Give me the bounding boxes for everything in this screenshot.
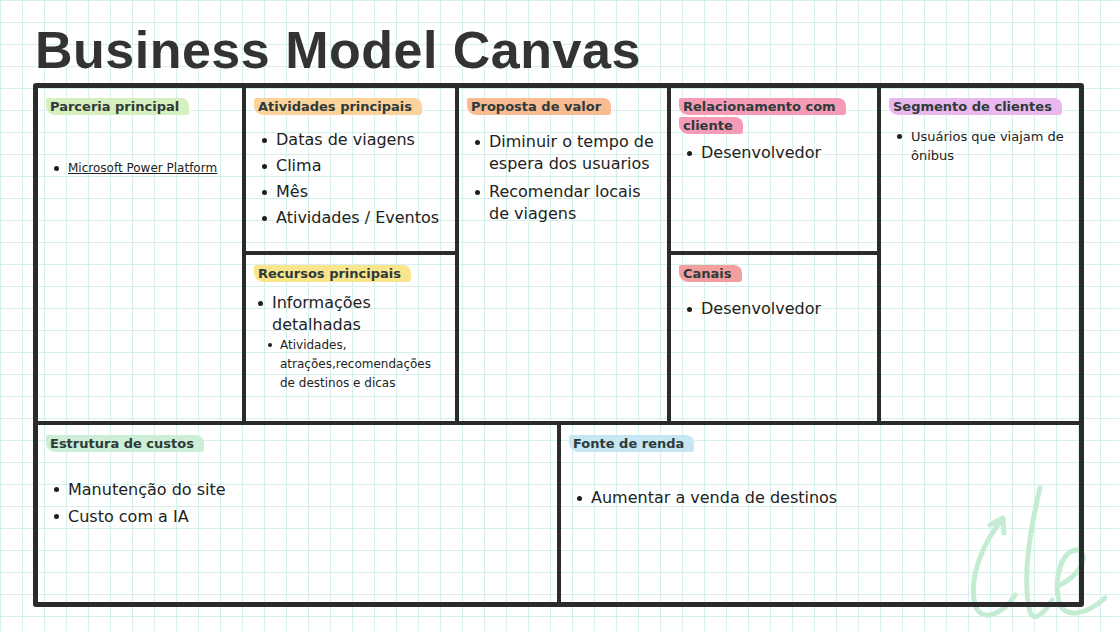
heading-wrap: Proposta de valor <box>467 96 657 115</box>
bullet-dot <box>577 496 582 501</box>
bullet-item: Informações detalhadas <box>250 292 447 336</box>
bullet-dot <box>475 190 480 195</box>
bullet-dot <box>475 140 480 145</box>
cle-doodle <box>973 488 1105 616</box>
block-heading: Canais <box>679 265 742 282</box>
bullet-item: Atividades / Eventos <box>254 205 447 231</box>
block-heading: Segmento de clientes <box>889 98 1062 115</box>
bullet-text: Informações detalhadas <box>272 293 371 334</box>
bullet-item: Microsoft Power Platform <box>46 159 234 177</box>
bullet-text: Atividades, atrações,recomendações de de… <box>280 338 431 390</box>
bullet-item: Clima <box>254 153 447 179</box>
bullet-item: Custo com a IA <box>46 503 549 530</box>
canvas-block: Segmento de clientesUsuários que viajam … <box>878 85 1082 424</box>
bullet-dot <box>687 307 692 312</box>
bullet-item: Desenvolvedor <box>679 298 869 320</box>
heading-wrap: Segmento de clientes <box>889 96 1071 115</box>
block-heading: Recursos principais <box>254 265 411 282</box>
bullet-text: Manutenção do site <box>68 480 226 499</box>
bullet-dot <box>258 301 263 306</box>
canvas-block: Estrutura de custosManutenção do siteCus… <box>35 422 560 605</box>
block-heading: Parceria principal <box>46 98 189 115</box>
bullet-dot <box>268 343 272 347</box>
bullet-text: Microsoft Power Platform <box>68 161 217 175</box>
bullet-dot <box>262 216 267 221</box>
bullet-dot <box>262 164 267 169</box>
bullet-dot <box>687 151 692 156</box>
bullet-dot <box>262 138 267 143</box>
canvas-block: Relacionamento com clienteDesenvolvedor <box>668 85 880 254</box>
bullet-item: Usuários que viajam de ônibus <box>889 127 1071 165</box>
heading-wrap: Recursos principais <box>254 263 444 282</box>
block-heading: Proposta de valor <box>467 98 611 115</box>
heading-wrap: Atividades principais <box>254 96 444 115</box>
bullet-item: Atividades, atrações,recomendações de de… <box>258 336 447 393</box>
block-heading: Atividades principais <box>254 98 422 115</box>
canvas-block: CanaisDesenvolvedor <box>668 252 880 424</box>
bullet-item: Datas de viagens <box>254 127 447 153</box>
canvas-block: Atividades principaisDatas de viagensCli… <box>243 85 458 254</box>
block-heading: Relacionamento com cliente <box>679 98 846 134</box>
bullet-dot <box>54 514 59 519</box>
bullet-dot <box>262 190 267 195</box>
bullet-text: Diminuir o tempo de espera dos usuarios <box>489 132 654 173</box>
heading-wrap: Estrutura de custos <box>46 433 346 452</box>
heading-wrap: Fonte de renda <box>569 433 869 452</box>
canvas-block: Recursos principaisInformações detalhada… <box>243 252 458 424</box>
block-heading: Fonte de renda <box>569 435 694 452</box>
bullet-text: Aumentar a venda de destinos <box>591 488 837 507</box>
bullet-item: Aumentar a venda de destinos <box>569 486 1071 510</box>
block-heading: Estrutura de custos <box>46 435 204 452</box>
bullet-text: Mês <box>276 182 308 201</box>
bullet-item: Desenvolvedor <box>679 142 869 164</box>
bullet-item: Mês <box>254 179 447 205</box>
bullet-text: Clima <box>276 156 321 175</box>
canvas-block: Proposta de valorDiminuir o tempo de esp… <box>456 85 670 424</box>
bullet-text: Atividades / Eventos <box>276 208 439 227</box>
bullet-text: Usuários que viajam de ônibus <box>911 129 1064 163</box>
title: Business Model Canvas <box>35 20 641 80</box>
heading-wrap: Relacionamento com cliente <box>679 96 844 134</box>
bullet-item: Recomendar locais de viagens <box>467 181 659 225</box>
bullet-text: Recomendar locais de viagens <box>489 182 641 223</box>
bullet-text: Desenvolvedor <box>701 299 821 318</box>
bullet-dot <box>54 166 59 171</box>
bullet-item: Manutenção do site <box>46 476 549 503</box>
canvas-block: Fonte de rendaAumentar a venda de destin… <box>558 422 1082 605</box>
canvas-block: Parceria principalMicrosoft Power Platfo… <box>35 85 245 424</box>
bullet-dot <box>897 134 902 139</box>
bullet-text: Custo com a IA <box>68 507 189 526</box>
heading-wrap: Canais <box>679 263 869 282</box>
bullet-text: Desenvolvedor <box>701 143 821 162</box>
bullet-dot <box>54 487 59 492</box>
bullet-text: Datas de viagens <box>276 130 415 149</box>
bullet-item: Diminuir o tempo de espera dos usuarios <box>467 131 659 175</box>
heading-wrap: Parceria principal <box>46 96 226 115</box>
